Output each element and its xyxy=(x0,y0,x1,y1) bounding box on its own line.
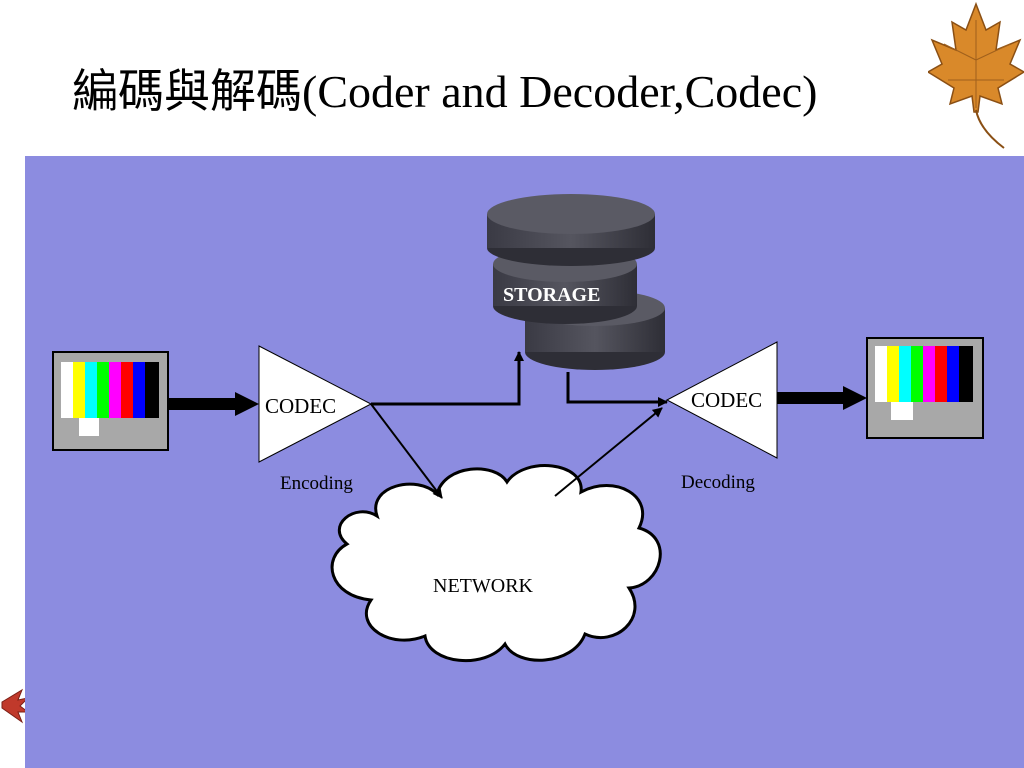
maple-leaf-icon xyxy=(928,1,1024,149)
storage-disks: STORAGE xyxy=(487,194,665,370)
small-leaf-icon xyxy=(1,688,30,724)
source-colorbars xyxy=(61,362,159,438)
input-arrow xyxy=(168,392,259,416)
encoder-to-network-arrow xyxy=(370,403,443,499)
output-arrow xyxy=(777,386,867,410)
network-cloud: NETWORK xyxy=(330,464,662,663)
slide-title: 編碼與解碼(Coder and Decoder,Codec) xyxy=(72,66,818,117)
decoder-label: CODEC xyxy=(691,388,762,412)
storage-to-decoder-arrow xyxy=(566,372,668,407)
storage-label: STORAGE xyxy=(503,284,600,306)
encoder-codec: CODEC xyxy=(258,345,373,463)
network-to-decoder-arrow xyxy=(554,407,663,497)
output-monitor xyxy=(866,337,984,439)
encoder-label: CODEC xyxy=(265,394,336,418)
decoding-caption: Decoding xyxy=(681,472,755,493)
encoder-to-storage-arrow xyxy=(371,351,524,406)
codec-diagram: CODEC Encoding STORAGE NETWORK CODEC Dec… xyxy=(25,156,1024,768)
output-colorbars xyxy=(875,346,973,422)
network-label: NETWORK xyxy=(433,575,534,597)
source-monitor xyxy=(52,351,169,451)
encoding-caption: Encoding xyxy=(280,473,353,494)
decoder-codec: CODEC xyxy=(665,341,778,459)
